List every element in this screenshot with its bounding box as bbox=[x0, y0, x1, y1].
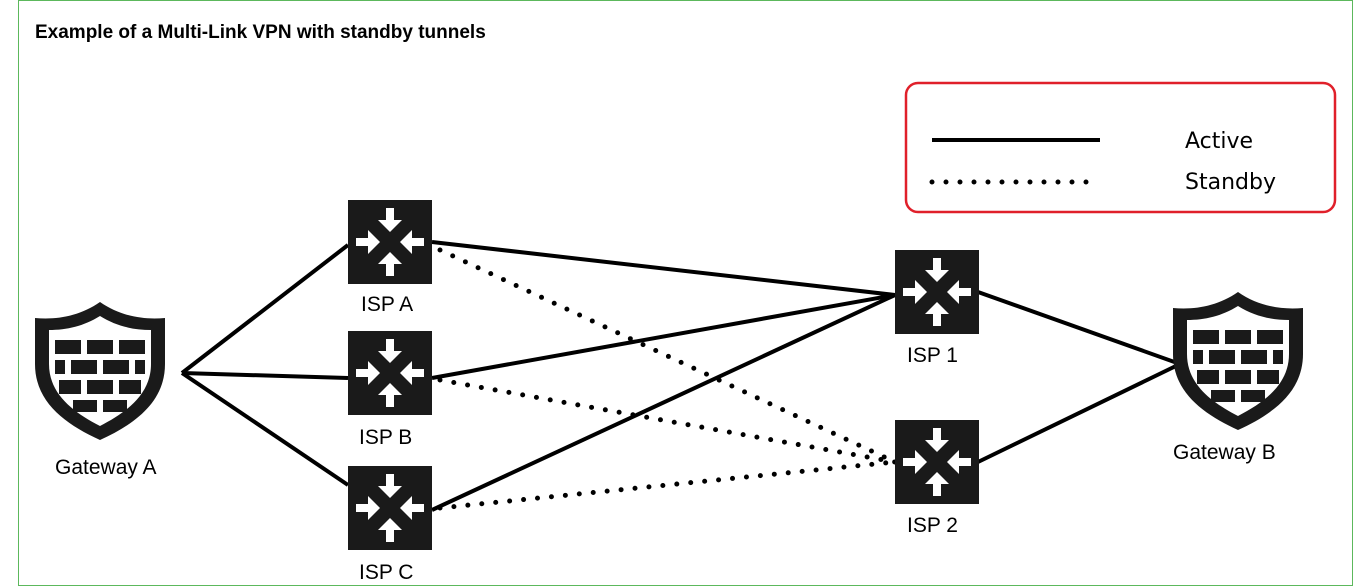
firewall-shield-icon bbox=[1173, 292, 1303, 430]
router-icon bbox=[895, 420, 979, 504]
gateway-a-label: Gateway A bbox=[55, 456, 157, 479]
router-icon bbox=[895, 250, 979, 334]
link-gwa-ispb bbox=[181, 371, 349, 380]
legend-active-label: Active bbox=[1185, 129, 1253, 154]
link-ispa-isp1 bbox=[431, 240, 896, 297]
isp-2-node: ISP 2 bbox=[895, 420, 979, 537]
standby-links bbox=[437, 247, 898, 511]
isp-2-label: ISP 2 bbox=[907, 514, 958, 537]
isp-b-label: ISP B bbox=[359, 426, 412, 449]
link-ispb-isp2 bbox=[437, 377, 898, 465]
isp-a-label: ISP A bbox=[361, 293, 413, 316]
link-gwa-ispc bbox=[180, 371, 350, 487]
link-isp1-gwb bbox=[977, 290, 1181, 366]
isp-c-label: ISP C bbox=[359, 561, 413, 584]
isp-c-node: ISP C bbox=[348, 466, 432, 584]
legend-standby-label: Standby bbox=[1185, 170, 1276, 195]
link-ispc-isp1 bbox=[431, 293, 896, 512]
gateway-a-node: Gateway A bbox=[35, 302, 165, 479]
router-icon bbox=[348, 466, 432, 550]
diagram-frame bbox=[18, 0, 1353, 586]
isp-1-label: ISP 1 bbox=[907, 344, 958, 367]
router-icon bbox=[348, 200, 432, 284]
legend: Active Standby bbox=[904, 81, 1337, 214]
isp-a-node: ISP A bbox=[348, 200, 432, 316]
router-icon bbox=[348, 331, 432, 415]
gateway-b-label: Gateway B bbox=[1173, 441, 1276, 464]
link-ispc-isp2 bbox=[437, 459, 898, 511]
firewall-shield-icon bbox=[35, 302, 165, 440]
link-gwa-ispa bbox=[180, 243, 350, 375]
diagram-title: Example of a Multi-Link VPN with standby… bbox=[35, 22, 486, 43]
link-isp2-gwb bbox=[977, 362, 1181, 464]
isp-b-node: ISP B bbox=[348, 331, 432, 449]
isp-1-node: ISP 1 bbox=[895, 250, 979, 367]
active-links bbox=[180, 240, 1181, 512]
link-ispb-isp1 bbox=[431, 293, 896, 380]
gateway-b-node: Gateway B bbox=[1173, 292, 1303, 464]
link-ispa-isp2 bbox=[437, 247, 898, 465]
legend-box bbox=[904, 81, 1337, 214]
